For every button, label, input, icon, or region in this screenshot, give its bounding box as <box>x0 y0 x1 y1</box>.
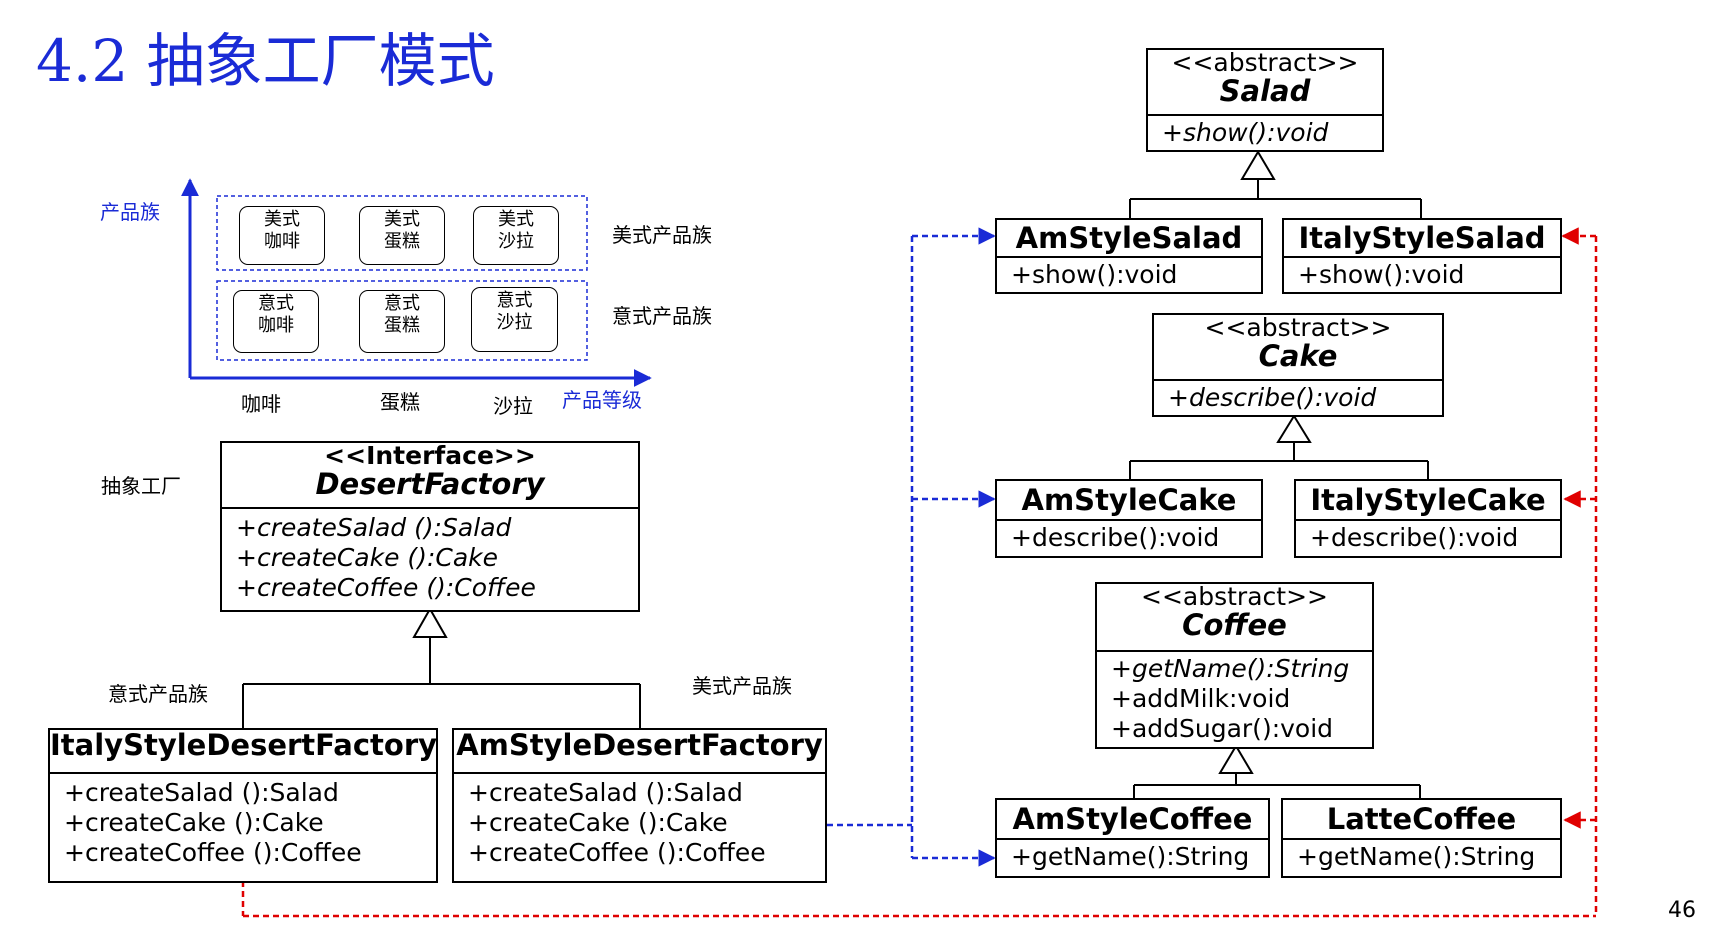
row-label-am: 美式产品族 <box>612 223 712 247</box>
class-operation: +show():void <box>1298 260 1465 289</box>
factory-inheritance <box>242 606 641 730</box>
class-name: AmStyleSalad <box>997 220 1261 258</box>
class-name: DesertFactory <box>315 467 545 502</box>
cell-line: 意式 <box>384 293 420 314</box>
column-label-coffee: 咖啡 <box>241 392 281 416</box>
italy-salad-class: ItalyStyleSalad +show():void <box>1282 218 1562 294</box>
cake-inheritance <box>1129 414 1429 479</box>
product-cell: 意式咖啡 <box>233 290 319 353</box>
class-name: Cake <box>1258 339 1338 374</box>
am-family-frame <box>216 195 588 271</box>
cell-line: 咖啡 <box>264 231 300 252</box>
am-coffee-class: AmStyleCoffee +getName():String <box>995 798 1270 878</box>
class-name: AmStyleDesertFactory <box>454 730 825 774</box>
abstract-factory-label: 抽象工厂 <box>101 474 181 498</box>
class-operation: +createCake ():Cake <box>236 543 498 572</box>
product-cell: 美式蛋糕 <box>359 206 445 265</box>
cell-line: 沙拉 <box>496 312 533 333</box>
am-desert-factory-class: AmStyleDesertFactory +createSalad ():Sal… <box>452 728 827 883</box>
class-operation: +createSalad ():Salad <box>64 778 339 807</box>
class-operation: +createCake ():Cake <box>468 808 728 837</box>
class-operation: +getName():String <box>1011 842 1250 871</box>
class-name: Salad <box>1219 74 1311 109</box>
grid-axes <box>181 178 652 387</box>
cell-line: 蛋糕 <box>384 315 420 336</box>
product-cell: 意式沙拉 <box>471 287 558 352</box>
class-name: ItalyStyleCake <box>1296 481 1560 521</box>
cell-line: 沙拉 <box>498 231 534 252</box>
class-operation: +describe():void <box>1168 383 1377 412</box>
row-label-italy: 意式产品族 <box>612 304 712 328</box>
am-salad-class: AmStyleSalad +show():void <box>995 218 1263 294</box>
class-operation: +addMilk:void <box>1111 684 1291 713</box>
cell-line: 美式 <box>264 209 300 230</box>
cell-line: 蛋糕 <box>384 231 420 252</box>
italy-desert-factory-class: ItalyStyleDesertFactory +createSalad ():… <box>48 728 438 883</box>
italy-cake-class: ItalyStyleCake +describe():void <box>1294 479 1562 558</box>
italy-family-label: 意式产品族 <box>108 682 208 706</box>
y-axis-label: 产品族 <box>100 200 160 224</box>
class-name: Coffee <box>1182 608 1287 643</box>
class-stereotype: <<abstract>> <box>1204 313 1392 342</box>
coffee-inheritance <box>1133 744 1421 798</box>
column-label-salad: 沙拉 <box>493 394 533 418</box>
page-number: 46 <box>1668 898 1696 923</box>
latte-coffee-class: LatteCoffee +getName():String <box>1281 798 1562 878</box>
class-operation: +show():void <box>1011 260 1178 289</box>
product-cell: 美式沙拉 <box>473 206 559 265</box>
italy-family-frame <box>216 280 588 361</box>
cake-class: <<abstract>> Cake +describe():void <box>1152 313 1444 417</box>
product-cell: 美式咖啡 <box>239 206 325 265</box>
cell-line: 意式 <box>258 293 294 314</box>
page-title: 4.2 抽象工厂模式 <box>36 27 495 95</box>
class-operation: +createCoffee ():Coffee <box>236 573 536 602</box>
class-name: ItalyStyleDesertFactory <box>50 730 437 774</box>
column-label-cake: 蛋糕 <box>380 390 420 414</box>
cell-line: 美式 <box>384 209 420 230</box>
class-name: AmStyleCake <box>997 481 1261 521</box>
class-name: AmStyleCoffee <box>997 800 1268 840</box>
class-operation: +show():void <box>1162 118 1329 147</box>
cell-line: 咖啡 <box>258 315 294 336</box>
class-name: LatteCoffee <box>1283 800 1560 840</box>
class-operation: +getName():String <box>1297 842 1536 871</box>
class-operation: +getName():String <box>1111 654 1350 683</box>
class-operation: +createCoffee ():Coffee <box>64 838 362 867</box>
italy-dependency-lines <box>241 227 1598 918</box>
product-cell: 意式蛋糕 <box>359 290 445 353</box>
class-operation: +addSugar():void <box>1111 714 1334 743</box>
salad-inheritance <box>1129 150 1422 218</box>
am-dependency-lines <box>827 227 996 867</box>
class-stereotype: <<abstract>> <box>1171 48 1359 77</box>
class-operation: +createSalad ():Salad <box>468 778 743 807</box>
class-stereotype: <<Interface>> <box>324 441 536 470</box>
cell-line: 美式 <box>498 209 534 230</box>
am-family-label: 美式产品族 <box>692 674 792 698</box>
class-operation: +createCoffee ():Coffee <box>468 838 766 867</box>
class-operation: +createSalad ():Salad <box>236 513 512 542</box>
class-operation: +describe():void <box>1310 523 1519 552</box>
class-name: ItalyStyleSalad <box>1284 220 1560 258</box>
salad-class: <<abstract>> Salad +show():void <box>1146 48 1384 152</box>
class-stereotype: <<abstract>> <box>1141 582 1328 611</box>
class-operation: +describe():void <box>1011 523 1220 552</box>
am-cake-class: AmStyleCake +describe():void <box>995 479 1263 558</box>
desert-factory-class: <<Interface>> DesertFactory +createSalad… <box>220 441 640 612</box>
cell-line: 意式 <box>496 290 533 311</box>
x-axis-label: 产品等级 <box>562 388 642 412</box>
class-operation: +createCake ():Cake <box>64 808 324 837</box>
coffee-class: <<abstract>> Coffee +getName():String +a… <box>1095 582 1374 749</box>
